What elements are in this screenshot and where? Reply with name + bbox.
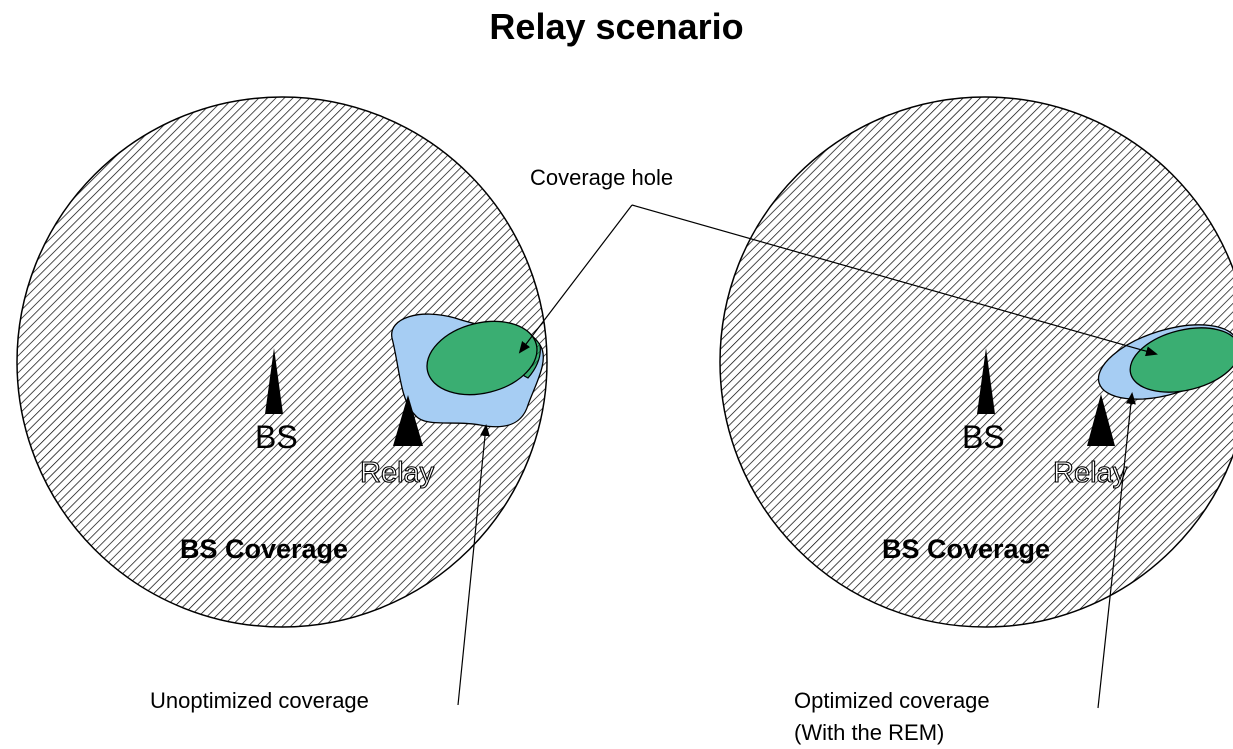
right-panel: BS Relay BS Coverage [719,96,1233,628]
relay-marker-left [393,395,423,446]
callouts [457,204,1158,709]
coverage-hole-leader [518,204,633,354]
left-panel: BS Relay BS Coverage [16,96,548,628]
optimized-leader [1097,392,1136,709]
bs-coverage-circle-right [719,96,1233,628]
coverage-hole-label: Coverage hole [530,165,673,190]
coverage-hole-leader-right [631,204,1158,357]
bs-marker-left [265,348,283,414]
diagram-title: Relay scenario [489,6,744,47]
optimized-coverage-label-line1: Optimized coverage [794,688,990,713]
target-coverage-right [1129,327,1233,393]
relay-label-left: Relay [360,457,435,489]
bs-coverage-label-right: BS Coverage [882,534,1050,564]
relay-label-right: Relay [1053,457,1128,489]
optimized-coverage-label-line2: (With the REM) [794,720,944,745]
bs-coverage-label-left: BS Coverage [180,534,348,564]
relay-marker-right [1087,394,1115,446]
bs-coverage-circle-left [16,96,548,628]
bs-label-right: BS [962,419,1005,455]
target-coverage-left [426,320,538,396]
bs-label-left: BS [255,419,298,455]
unoptimized-leader [457,424,490,706]
bs-marker-right [977,348,995,414]
unoptimized-coverage-label: Unoptimized coverage [150,688,369,713]
